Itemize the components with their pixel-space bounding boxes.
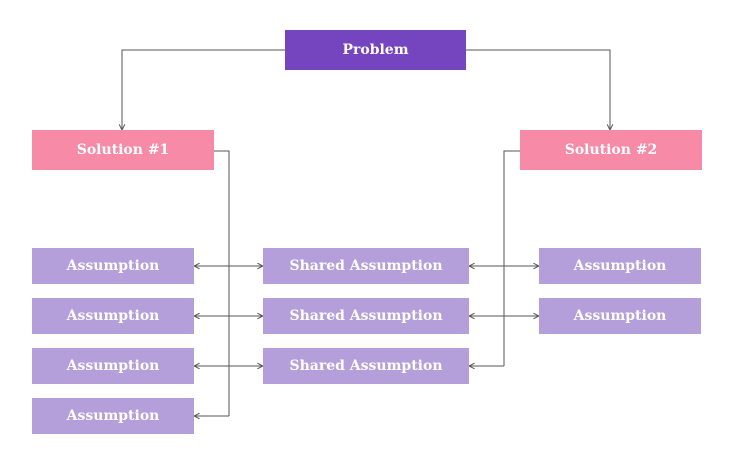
solution-2-node[interactable]: Solution #2 bbox=[520, 130, 702, 170]
solution-1-node[interactable]: Solution #1 bbox=[32, 130, 214, 170]
connector-solution-1-trunk bbox=[214, 150, 230, 416]
assumption-left-2[interactable]: Assumption bbox=[32, 298, 194, 334]
assumption-right-1[interactable]: Assumption bbox=[539, 248, 701, 284]
shared-assumption-label: Shared Assumption bbox=[289, 258, 443, 274]
shared-assumption-label: Shared Assumption bbox=[289, 358, 443, 374]
assumption-label: Assumption bbox=[66, 258, 160, 274]
connector-problem-to-solution-2 bbox=[466, 49, 610, 130]
problem-label: Problem bbox=[342, 42, 409, 58]
assumption-label: Assumption bbox=[66, 308, 160, 324]
shared-assumption-1[interactable]: Shared Assumption bbox=[263, 248, 469, 284]
shared-assumption-3[interactable]: Shared Assumption bbox=[263, 348, 469, 384]
solution-2-label: Solution #2 bbox=[564, 142, 658, 158]
assumption-label: Assumption bbox=[573, 258, 667, 274]
assumption-left-1[interactable]: Assumption bbox=[32, 248, 194, 284]
problem-node[interactable]: Problem bbox=[285, 30, 466, 70]
solution-1-label: Solution #1 bbox=[76, 142, 170, 158]
shared-assumption-label: Shared Assumption bbox=[289, 308, 443, 324]
assumption-label: Assumption bbox=[66, 358, 160, 374]
assumption-label: Assumption bbox=[66, 408, 160, 424]
connector-solution-2-trunk bbox=[503, 150, 520, 366]
assumption-left-4[interactable]: Assumption bbox=[32, 398, 194, 434]
connector-problem-to-solution-1 bbox=[122, 49, 285, 130]
assumption-left-3[interactable]: Assumption bbox=[32, 348, 194, 384]
assumption-right-2[interactable]: Assumption bbox=[539, 298, 701, 334]
assumption-label: Assumption bbox=[573, 308, 667, 324]
shared-assumption-2[interactable]: Shared Assumption bbox=[263, 298, 469, 334]
